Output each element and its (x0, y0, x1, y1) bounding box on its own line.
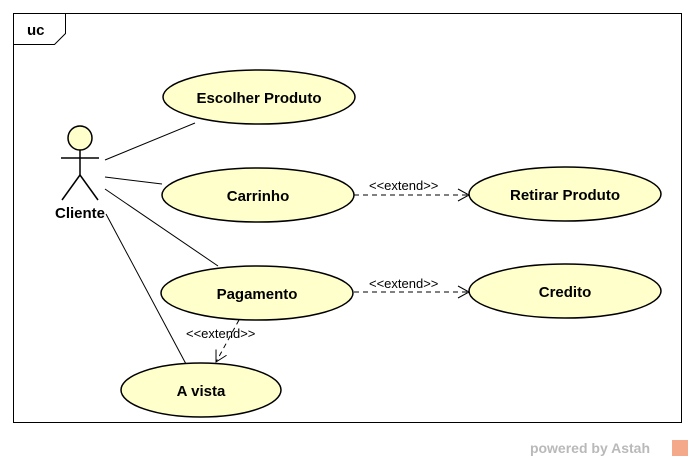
usecase-escolher-produto[interactable]: Escolher Produto (162, 69, 356, 125)
extend-label-2: <<extend>> (369, 276, 438, 291)
actor-cliente[interactable]: Cliente (55, 125, 105, 222)
actor-right-leg (79, 174, 99, 201)
usecase-label: Carrinho (227, 188, 290, 205)
actor-left-leg (61, 174, 81, 201)
usecase-label: Pagamento (217, 286, 298, 303)
usecase-credito[interactable]: Credito (468, 263, 662, 319)
actor-name: Cliente (55, 205, 105, 222)
assoc-carrinho (104, 176, 163, 185)
usecase-carrinho[interactable]: Carrinho (161, 167, 355, 223)
actor-head (67, 125, 93, 151)
assoc-pagamento (104, 188, 219, 267)
usecase-label: Credito (539, 284, 592, 301)
usecase-retirar-produto[interactable]: Retirar Produto (468, 166, 662, 222)
usecase-pagamento[interactable]: Pagamento (160, 265, 354, 321)
powered-by-label: powered by Astah (529, 440, 650, 456)
usecase-a-vista[interactable]: A vista (120, 362, 282, 418)
frame-tab (13, 13, 66, 45)
extend-label-3: <<extend>> (186, 326, 255, 341)
extend-pagamento-avista (215, 319, 240, 363)
assoc-avista (105, 213, 187, 365)
extend-label-1: <<extend>> (369, 178, 438, 193)
usecase-label: A vista (177, 383, 226, 400)
astah-logo-icon (672, 440, 688, 456)
assoc-escolher (104, 122, 196, 161)
usecase-label: Escolher Produto (196, 90, 321, 107)
usecase-label: Retirar Produto (510, 187, 620, 204)
frame-label: uc (27, 22, 45, 39)
